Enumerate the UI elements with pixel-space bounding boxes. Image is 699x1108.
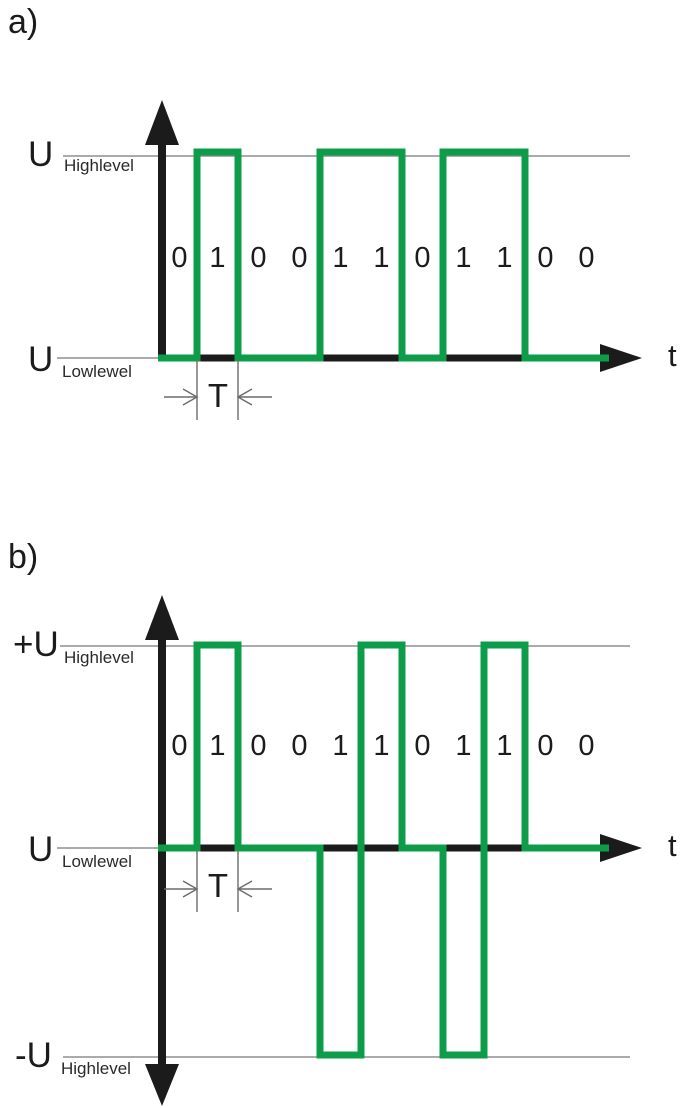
period-dim-arrow-icon-a <box>182 388 199 406</box>
b-zero-level-subscript: Lowlewel <box>62 852 132 871</box>
period-dim-arrow-icon-b <box>236 880 253 898</box>
bit-digit-a-6: 0 <box>414 242 431 274</box>
diagram-b-label: b) <box>8 538 39 576</box>
bit-digit-b-2: 0 <box>250 730 267 762</box>
bit-digit-a-8: 1 <box>496 242 513 274</box>
period-dim-arrow-icon-b <box>182 880 199 898</box>
bit-digit-b-5: 1 <box>373 730 390 762</box>
bit-digit-a-1: 1 <box>209 242 226 274</box>
period-dim-arrow-icon-a <box>236 388 253 406</box>
voltage-axis-down-arrow-icon-b <box>145 1064 179 1106</box>
bit-digit-a-10: 0 <box>578 242 595 274</box>
a-high-level-symbol: U <box>28 135 54 174</box>
bit-digit-b-4: 1 <box>332 730 349 762</box>
b-neg-level-symbol: -U <box>15 1036 52 1075</box>
bit-digit-a-3: 0 <box>291 242 308 274</box>
bit-digit-a-5: 1 <box>373 242 390 274</box>
a-low-level-subscript: Lowlewel <box>62 362 132 381</box>
b-high-level-subscript: Highlevel <box>64 648 134 667</box>
bit-digit-a-4: 1 <box>332 242 349 274</box>
diagram-a-label: a) <box>8 3 39 41</box>
bit-digit-a-9: 0 <box>537 242 554 274</box>
b-neg-level-subscript: Highlevel <box>61 1059 131 1078</box>
bit-digit-b-7: 1 <box>455 730 472 762</box>
bit-digit-b-10: 0 <box>578 730 595 762</box>
b-high-level-symbol: +U <box>13 625 59 664</box>
signal-wave-b <box>158 641 609 1059</box>
bit-digit-b-1: 1 <box>209 730 226 762</box>
time-axis-arrow-icon-b <box>600 834 642 862</box>
bit-digit-a-0: 0 <box>171 242 188 274</box>
bit-digit-b-3: 0 <box>291 730 308 762</box>
b-period-label: T <box>207 867 229 904</box>
bit-digit-b-8: 1 <box>496 730 513 762</box>
bit-digit-a-2: 0 <box>250 242 267 274</box>
a-period-label: T <box>207 377 229 414</box>
voltage-axis-up-arrow-icon-a <box>145 100 179 145</box>
bit-digit-a-7: 1 <box>455 242 472 274</box>
time-axis-arrow-icon-a <box>600 344 642 372</box>
b-zero-level-symbol: U <box>28 830 54 869</box>
a-low-level-symbol: U <box>28 340 54 379</box>
bit-digit-b-9: 0 <box>537 730 554 762</box>
a-high-level-subscript: Highlevel <box>64 156 134 175</box>
bit-digit-b-0: 0 <box>171 730 188 762</box>
bit-digit-b-6: 0 <box>414 730 431 762</box>
voltage-axis-up-arrow-icon-b <box>145 595 179 640</box>
signal-wave-a <box>158 148 609 362</box>
b-time-axis-label: t <box>668 828 677 863</box>
a-time-axis-label: t <box>668 338 677 373</box>
